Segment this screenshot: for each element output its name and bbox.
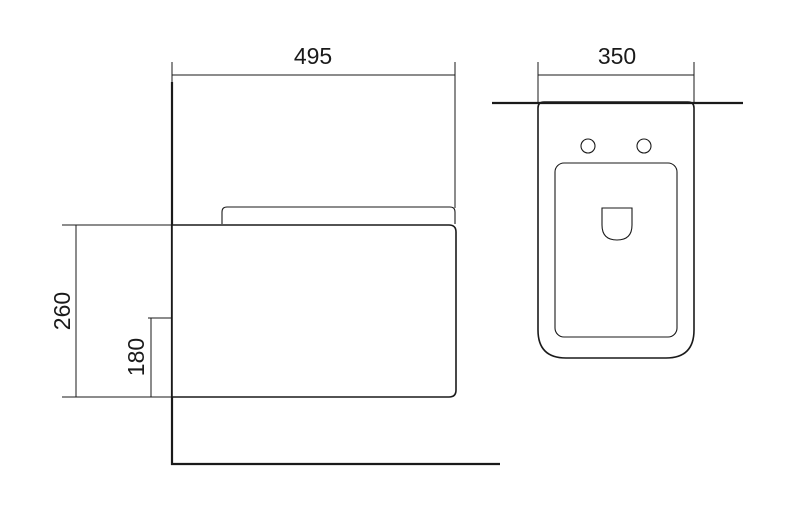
dim-label-260: 260 [49, 292, 75, 330]
toilet-body-side [171, 224, 457, 398]
fixing-hole-left [580, 138, 596, 154]
front-view: 350 [492, 43, 743, 359]
toilet-body-front [537, 101, 695, 359]
dim-180: 180 [123, 317, 172, 397]
fixing-hole-right [636, 138, 652, 154]
drain-opening [601, 207, 633, 241]
dim-260: 260 [49, 224, 172, 398]
dim-label-180: 180 [123, 338, 149, 376]
dim-350: 350 [537, 43, 695, 104]
dim-label-495: 495 [294, 43, 332, 69]
dim-label-350: 350 [598, 43, 636, 69]
seat-profile [221, 206, 456, 224]
bowl-rim [554, 162, 678, 338]
side-view: 495 260 180 [49, 43, 500, 466]
dim-495: 495 [171, 43, 456, 208]
